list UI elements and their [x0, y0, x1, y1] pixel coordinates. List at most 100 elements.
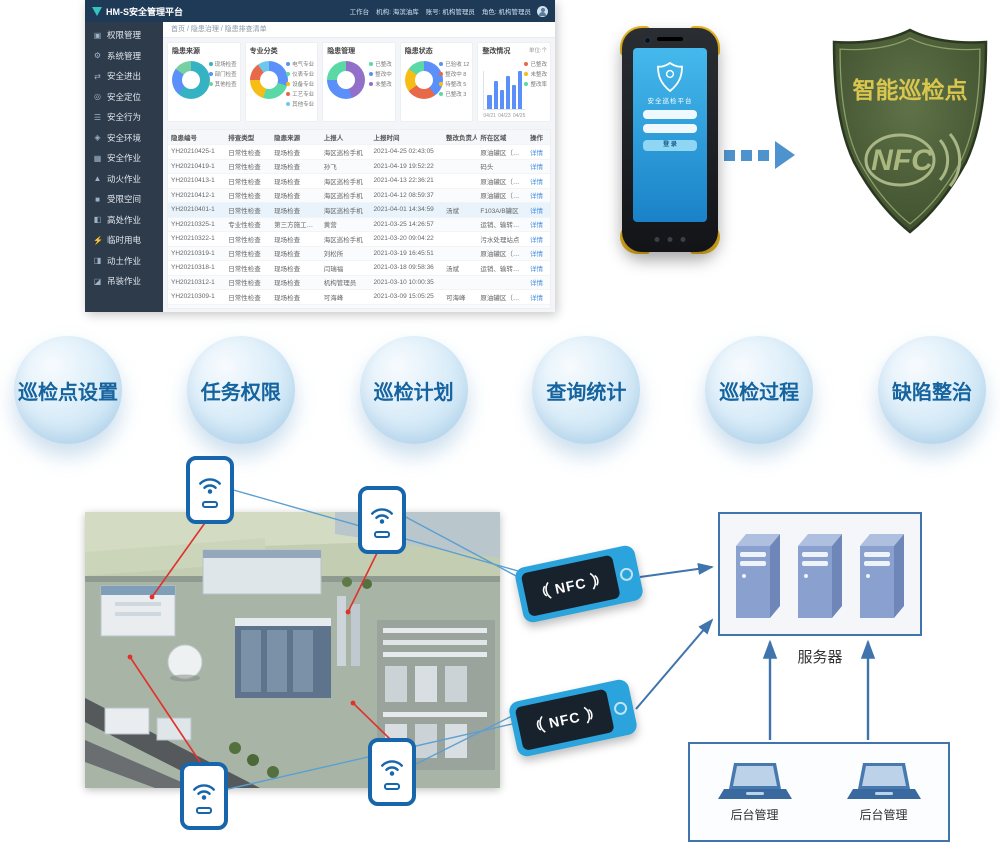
table-row[interactable]: YH20210322-1 日常性检查 现场检查 海区巡检手机 2021-03-2… — [168, 231, 550, 246]
cell-hazard-id: YH20210322-1 — [168, 231, 226, 246]
table-row[interactable]: YH20210413-1 日常性检查 现场检查 海区巡检手机 2021-04-1… — [168, 173, 550, 188]
table-row[interactable]: YH20210319-1 日常性检查 现场检查 刘松所 2021-03-19 1… — [168, 245, 550, 261]
table-row[interactable]: YH20210318-1 日常性检查 现场检查 闫瑞福 2021-03-18 0… — [168, 260, 550, 275]
table-row[interactable]: YH20210401-1 日常性检查 现场检查 海区巡检手机 2021-04-0… — [168, 202, 550, 217]
inspector-phone-icon — [358, 486, 406, 554]
sidebar-item-label: 安全进出 — [107, 71, 142, 82]
detail-link[interactable]: 详情 — [527, 216, 550, 232]
sidebar-item-label: 权限管理 — [107, 30, 142, 41]
process-step-circle: 巡检计划 — [359, 336, 468, 444]
detail-link[interactable]: 详情 — [527, 289, 550, 304]
sidebar-item[interactable]: ▲ 动火作业 — [85, 169, 163, 190]
cell-hazard-source: 现场检查 — [271, 187, 321, 203]
sidebar-item[interactable]: ■ 受限空间 — [85, 189, 163, 210]
user-avatar[interactable] — [537, 5, 548, 17]
sidebar-item[interactable]: ◎ 安全定位 — [85, 87, 163, 108]
phone-login-screen: 安全巡检平台 登 录 — [633, 48, 707, 222]
server-icon — [798, 534, 842, 618]
sidebar-item-icon: ▲ — [93, 174, 102, 184]
detail-link[interactable]: 详情 — [527, 245, 550, 261]
x-tick-label: 04/23 — [498, 113, 511, 119]
sidebar-item-label: 动火作业 — [107, 173, 142, 184]
sidebar-item[interactable]: ⚙ 系统管理 — [85, 46, 163, 67]
username-field[interactable] — [643, 110, 697, 119]
table-row[interactable]: YH20210419-1 日常性检查 现场检查 孙飞 2021-04-19 19… — [168, 158, 550, 174]
sidebar-item[interactable]: ⚡ 临时用电 — [85, 230, 163, 251]
legend-dot-icon — [439, 92, 444, 96]
cell-owner — [443, 144, 478, 159]
legend-item: 其他检查 — [208, 80, 237, 88]
table-row[interactable]: YH20210425-1 日常性检查 现场检查 海区巡检手机 2021-04-2… — [168, 144, 550, 159]
detail-link[interactable]: 详情 — [527, 158, 550, 174]
nfc-reader-button — [618, 566, 635, 582]
detail-link[interactable]: 详情 — [527, 187, 550, 203]
dashboard-topbar: HM-S安全管理平台 工作台机构: 海滨油库账号: 机构管理员角色: 机构管理员 — [85, 0, 555, 22]
chart-title: 整改情况 — [482, 48, 511, 55]
topbar-menu-item[interactable]: 工作台 — [349, 9, 370, 16]
legend-item: 未整改 — [369, 80, 392, 88]
password-field[interactable] — [643, 124, 697, 133]
cell-hazard-id: YH20210401-1 — [168, 202, 226, 217]
detail-link[interactable]: 详情 — [527, 173, 550, 188]
shield-badge-icon: 智能巡检点 NFC — [832, 28, 988, 234]
phone-nav-buttons — [654, 237, 686, 242]
nfc-wave-right-icon — [589, 572, 600, 590]
cell-owner — [443, 274, 478, 290]
sidebar-item[interactable]: ☰ 安全行为 — [85, 107, 163, 128]
sidebar-item[interactable]: ◧ 高处作业 — [85, 210, 163, 231]
table-row[interactable]: YH20210312-1 日常性检查 现场检查 机构管理员 2021-03-10… — [168, 274, 550, 290]
cell-report-time: 2021-03-08 14:24:20 — [370, 303, 444, 308]
topbar-menu-item[interactable]: 机构: 海滨油库 — [376, 9, 419, 16]
cell-area: F103A/B罐区 — [477, 202, 528, 217]
sidebar-item[interactable]: ◨ 动土作业 — [85, 251, 163, 272]
arrow-segment — [758, 149, 769, 161]
sidebar-item[interactable]: ◈ 安全环境 — [85, 128, 163, 149]
sidebar-item-label: 系统管理 — [107, 50, 142, 61]
table-row[interactable]: YH20210412-1 日常性检查 现场检查 海区巡检手机 2021-04-1… — [168, 187, 550, 203]
cell-check-type: 综合性检查 — [225, 303, 272, 308]
legend-item: 现场检查 — [208, 60, 237, 68]
server-icon — [860, 534, 904, 618]
nfc-inspection-badge: 智能巡检点 NFC — [826, 24, 994, 240]
sidebar-item-icon: ⇄ — [94, 71, 101, 81]
cell-report-time: 2021-04-01 14:34:59 — [370, 202, 444, 217]
table-row[interactable]: YH20210308-1 综合性检查 部门检查 汤斌 2021-03-08 14… — [168, 303, 550, 308]
detail-link[interactable]: 详情 — [527, 260, 550, 275]
cell-reporter: 可海峰 — [320, 289, 371, 304]
topbar-menu-item[interactable]: 账号: 机构管理员 — [425, 9, 475, 16]
sidebar-item[interactable]: ▦ 安全作业 — [85, 148, 163, 169]
sidebar-item[interactable]: ⇄ 安全进出 — [85, 66, 163, 87]
legend-item: 未整改 — [524, 70, 547, 78]
cell-hazard-id: YH20210413-1 — [168, 173, 226, 188]
detail-link[interactable]: 详情 — [527, 144, 550, 159]
mini-bar-chart — [483, 71, 526, 110]
login-button[interactable]: 登 录 — [643, 140, 697, 151]
process-step-circle: 任务权限 — [186, 336, 295, 444]
sidebar-item[interactable]: ◪ 吊装作业 — [85, 271, 163, 292]
legend-dot-icon — [286, 72, 291, 76]
donut-chart — [172, 61, 210, 99]
chart-hazard-mgmt: 隐患管理 已整改整改中未整改 — [322, 42, 396, 122]
topbar-menu-item[interactable]: 角色: 机构管理员 — [481, 9, 531, 16]
legend-dot-icon — [286, 102, 291, 106]
cell-reporter: 机构管理员 — [320, 274, 371, 290]
detail-link[interactable]: 详情 — [527, 231, 550, 246]
phone-home-bar — [384, 783, 400, 790]
table-row[interactable]: YH20210325-1 专业性检查 第三方施工单位检查 黄营 2021-03-… — [168, 216, 550, 232]
legend-item: 部门检查 — [208, 70, 237, 78]
admin-box: 后台管理 后台管理 — [688, 742, 950, 842]
sidebar-item[interactable]: ▣ 权限管理 — [85, 25, 163, 46]
cell-hazard-id: YH20210312-1 — [168, 274, 226, 290]
table-header-cell: 排查类型 — [225, 130, 272, 145]
detail-link[interactable]: 详情 — [527, 274, 550, 290]
dotted-arrow — [724, 141, 795, 169]
hazard-table: 隐患编号排查类型隐患来源上报人上报时间整改负责人所在区域操作 YH2021042… — [167, 129, 551, 309]
dashboard-charts: 隐患来源 现场检查部门检查其他检查 专业分类 电气专业仪表专业设备专业工艺专业其… — [163, 38, 555, 126]
detail-link[interactable]: 详情 — [527, 303, 550, 308]
cell-check-type: 日常性检查 — [225, 274, 272, 290]
legend-dot-icon — [369, 82, 374, 86]
detail-link[interactable]: 详情 — [527, 202, 550, 217]
cell-hazard-id: YH20210412-1 — [168, 187, 226, 203]
table-row[interactable]: YH20210309-1 日常性检查 现场检查 可海峰 2021-03-09 1… — [168, 289, 550, 304]
